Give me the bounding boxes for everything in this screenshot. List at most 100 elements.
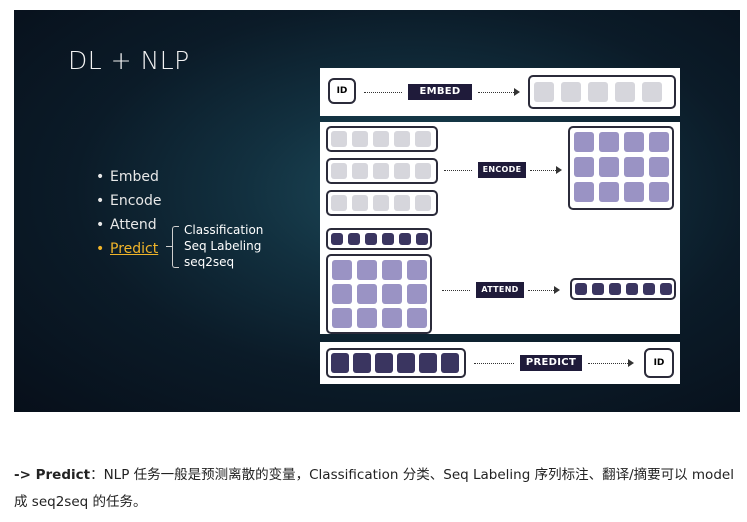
attend-matrix-cell [357,284,377,304]
embed-cell [615,82,635,102]
attend-panel: ATTEND [320,222,680,334]
encode-cell [415,195,431,211]
attend-matrix-cell [407,260,427,280]
embed-cell [534,82,554,102]
predict-cell [331,353,349,373]
attend-arrow [554,286,560,294]
encode-cell [373,131,389,147]
embed-panel: ID EMBED [320,68,680,116]
encode-matrix-cell [624,182,644,202]
bullet-attend: •Attend [96,217,157,233]
encode-matrix-cell [624,157,644,177]
predict-tag: PREDICT [520,355,582,371]
encode-matrix-cell [599,182,619,202]
encode-matrix-cell [649,157,669,177]
encode-matrix-cell [649,182,669,202]
attend-matrix-cell [332,284,352,304]
encode-cell [373,195,389,211]
attend-query-cell [331,233,343,245]
embed-dots-right [478,92,514,93]
encode-cell [352,163,368,179]
encode-dots-right [530,170,556,171]
attend-matrix-cell [357,260,377,280]
predict-dots-right [588,363,628,364]
predict-cell [419,353,437,373]
attend-matrix-cell [332,308,352,328]
attend-query-cell [365,233,377,245]
encode-arrow [556,166,562,174]
attend-output-cell [592,283,604,295]
embed-arrow [514,88,520,96]
predict-cell [353,353,371,373]
caption-text: ：NLP 任务一般是预测离散的变量，Classification 分类、Seq … [14,467,734,510]
attend-dots-left [442,290,470,291]
attend-output-cell [660,283,672,295]
predict-cell [397,353,415,373]
embed-cell [588,82,608,102]
predict-cell [441,353,459,373]
attend-matrix-cell [407,308,427,328]
embed-cell [561,82,581,102]
encode-matrix-cell [574,182,594,202]
embed-vector [528,75,676,109]
subitem-classification: Classification [184,223,264,237]
encode-cell [331,131,347,147]
encode-cell [352,195,368,211]
attend-output-cell [626,283,638,295]
attend-output-cell [609,283,621,295]
embed-tag: EMBED [408,84,472,100]
slide-title: DL + NLP [68,46,190,75]
encode-dots-left [444,170,472,171]
caption-bold: -> Predict [14,467,91,483]
predict-cell [375,353,393,373]
encode-input-row [326,190,438,216]
encode-tag: ENCODE [478,162,526,178]
encode-cell [415,163,431,179]
attend-matrix-cell [407,284,427,304]
brace-tick [166,246,172,247]
predict-arrow [628,359,634,367]
attend-query-cell [416,233,428,245]
attend-tag: ATTEND [476,282,524,298]
bullet-embed: •Embed [96,169,159,185]
encode-cell [394,131,410,147]
attend-query-cell [382,233,394,245]
encode-input-row [326,126,438,152]
encode-cell [394,195,410,211]
encode-input-row [326,158,438,184]
bullet-list: •Embed •Encode •Attend •Predict [96,166,161,262]
embed-cell [642,82,662,102]
predict-dots-left [474,363,514,364]
attend-matrix-cell [332,260,352,280]
encode-cell [415,131,431,147]
encode-matrix-cell [624,132,644,152]
brace [172,226,179,268]
encode-matrix-cell [574,157,594,177]
bullet-encode: •Encode [96,193,162,209]
attend-matrix-cell [382,284,402,304]
attend-output-cell [575,283,587,295]
encode-cell [373,163,389,179]
encode-cell [352,131,368,147]
caption-paragraph: -> Predict：NLP 任务一般是预测离散的变量，Classificati… [14,462,736,516]
embed-dots-left [364,92,402,93]
embed-id-box: ID [328,78,356,104]
attend-matrix-cell [357,308,377,328]
attend-matrix [326,254,432,334]
encode-cell [394,163,410,179]
encode-matrix [568,126,674,210]
encode-cell [331,163,347,179]
slide-image: DL + NLP •Embed •Encode •Attend •Predict… [14,10,740,412]
bullet-predict: •Predict [96,241,159,257]
predict-id-box: ID [644,348,674,378]
predict-input-row [326,348,466,378]
attend-output-row [570,278,676,300]
attend-query-cell [399,233,411,245]
attend-output-cell [643,283,655,295]
subitem-seq2seq: seq2seq [184,255,235,269]
encode-matrix-cell [599,157,619,177]
encode-matrix-cell [649,132,669,152]
encode-matrix-cell [599,132,619,152]
predict-panel: PREDICT ID [320,342,680,384]
attend-matrix-cell [382,260,402,280]
